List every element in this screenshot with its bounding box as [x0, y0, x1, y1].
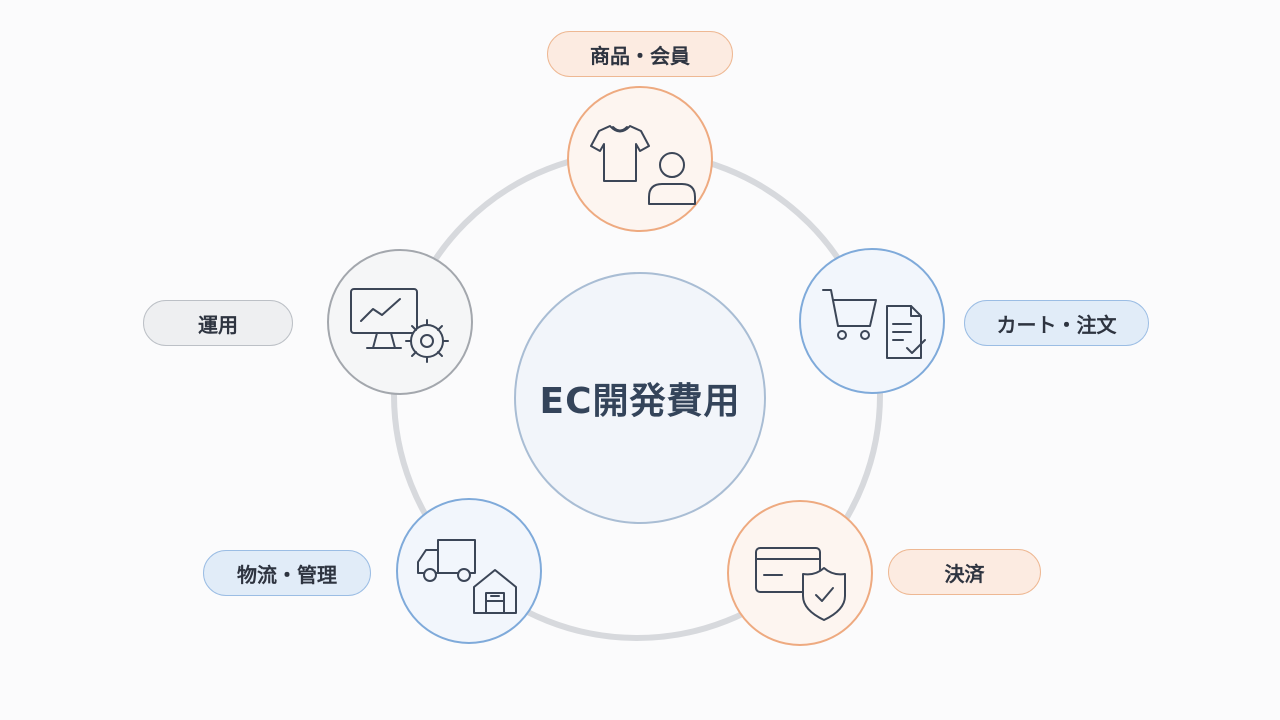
cart-icon [822, 289, 877, 340]
label-payment: 決済 [888, 549, 1041, 595]
node-payment [727, 500, 873, 646]
gear-icon [405, 319, 449, 363]
label-cart-order: カート・注文 [964, 300, 1149, 346]
node-operations [327, 249, 473, 395]
truck-icon [417, 539, 476, 582]
node-products-members [567, 86, 713, 232]
label-products-members: 商品・会員 [547, 31, 733, 77]
center-circle: EC開発費用 [514, 272, 766, 524]
label-operations: 運用 [143, 300, 293, 346]
order-document-icon [886, 305, 926, 359]
monitor-chart-icon [350, 288, 418, 349]
tshirt-icon [590, 125, 650, 182]
user-icon [648, 152, 696, 205]
node-cart-order [799, 248, 945, 394]
warehouse-icon [473, 569, 517, 614]
node-logistics-management [396, 498, 542, 644]
label-logistics-management: 物流・管理 [203, 550, 371, 596]
shield-check-icon [802, 567, 846, 621]
center-title: EC開発費用 [539, 381, 741, 422]
